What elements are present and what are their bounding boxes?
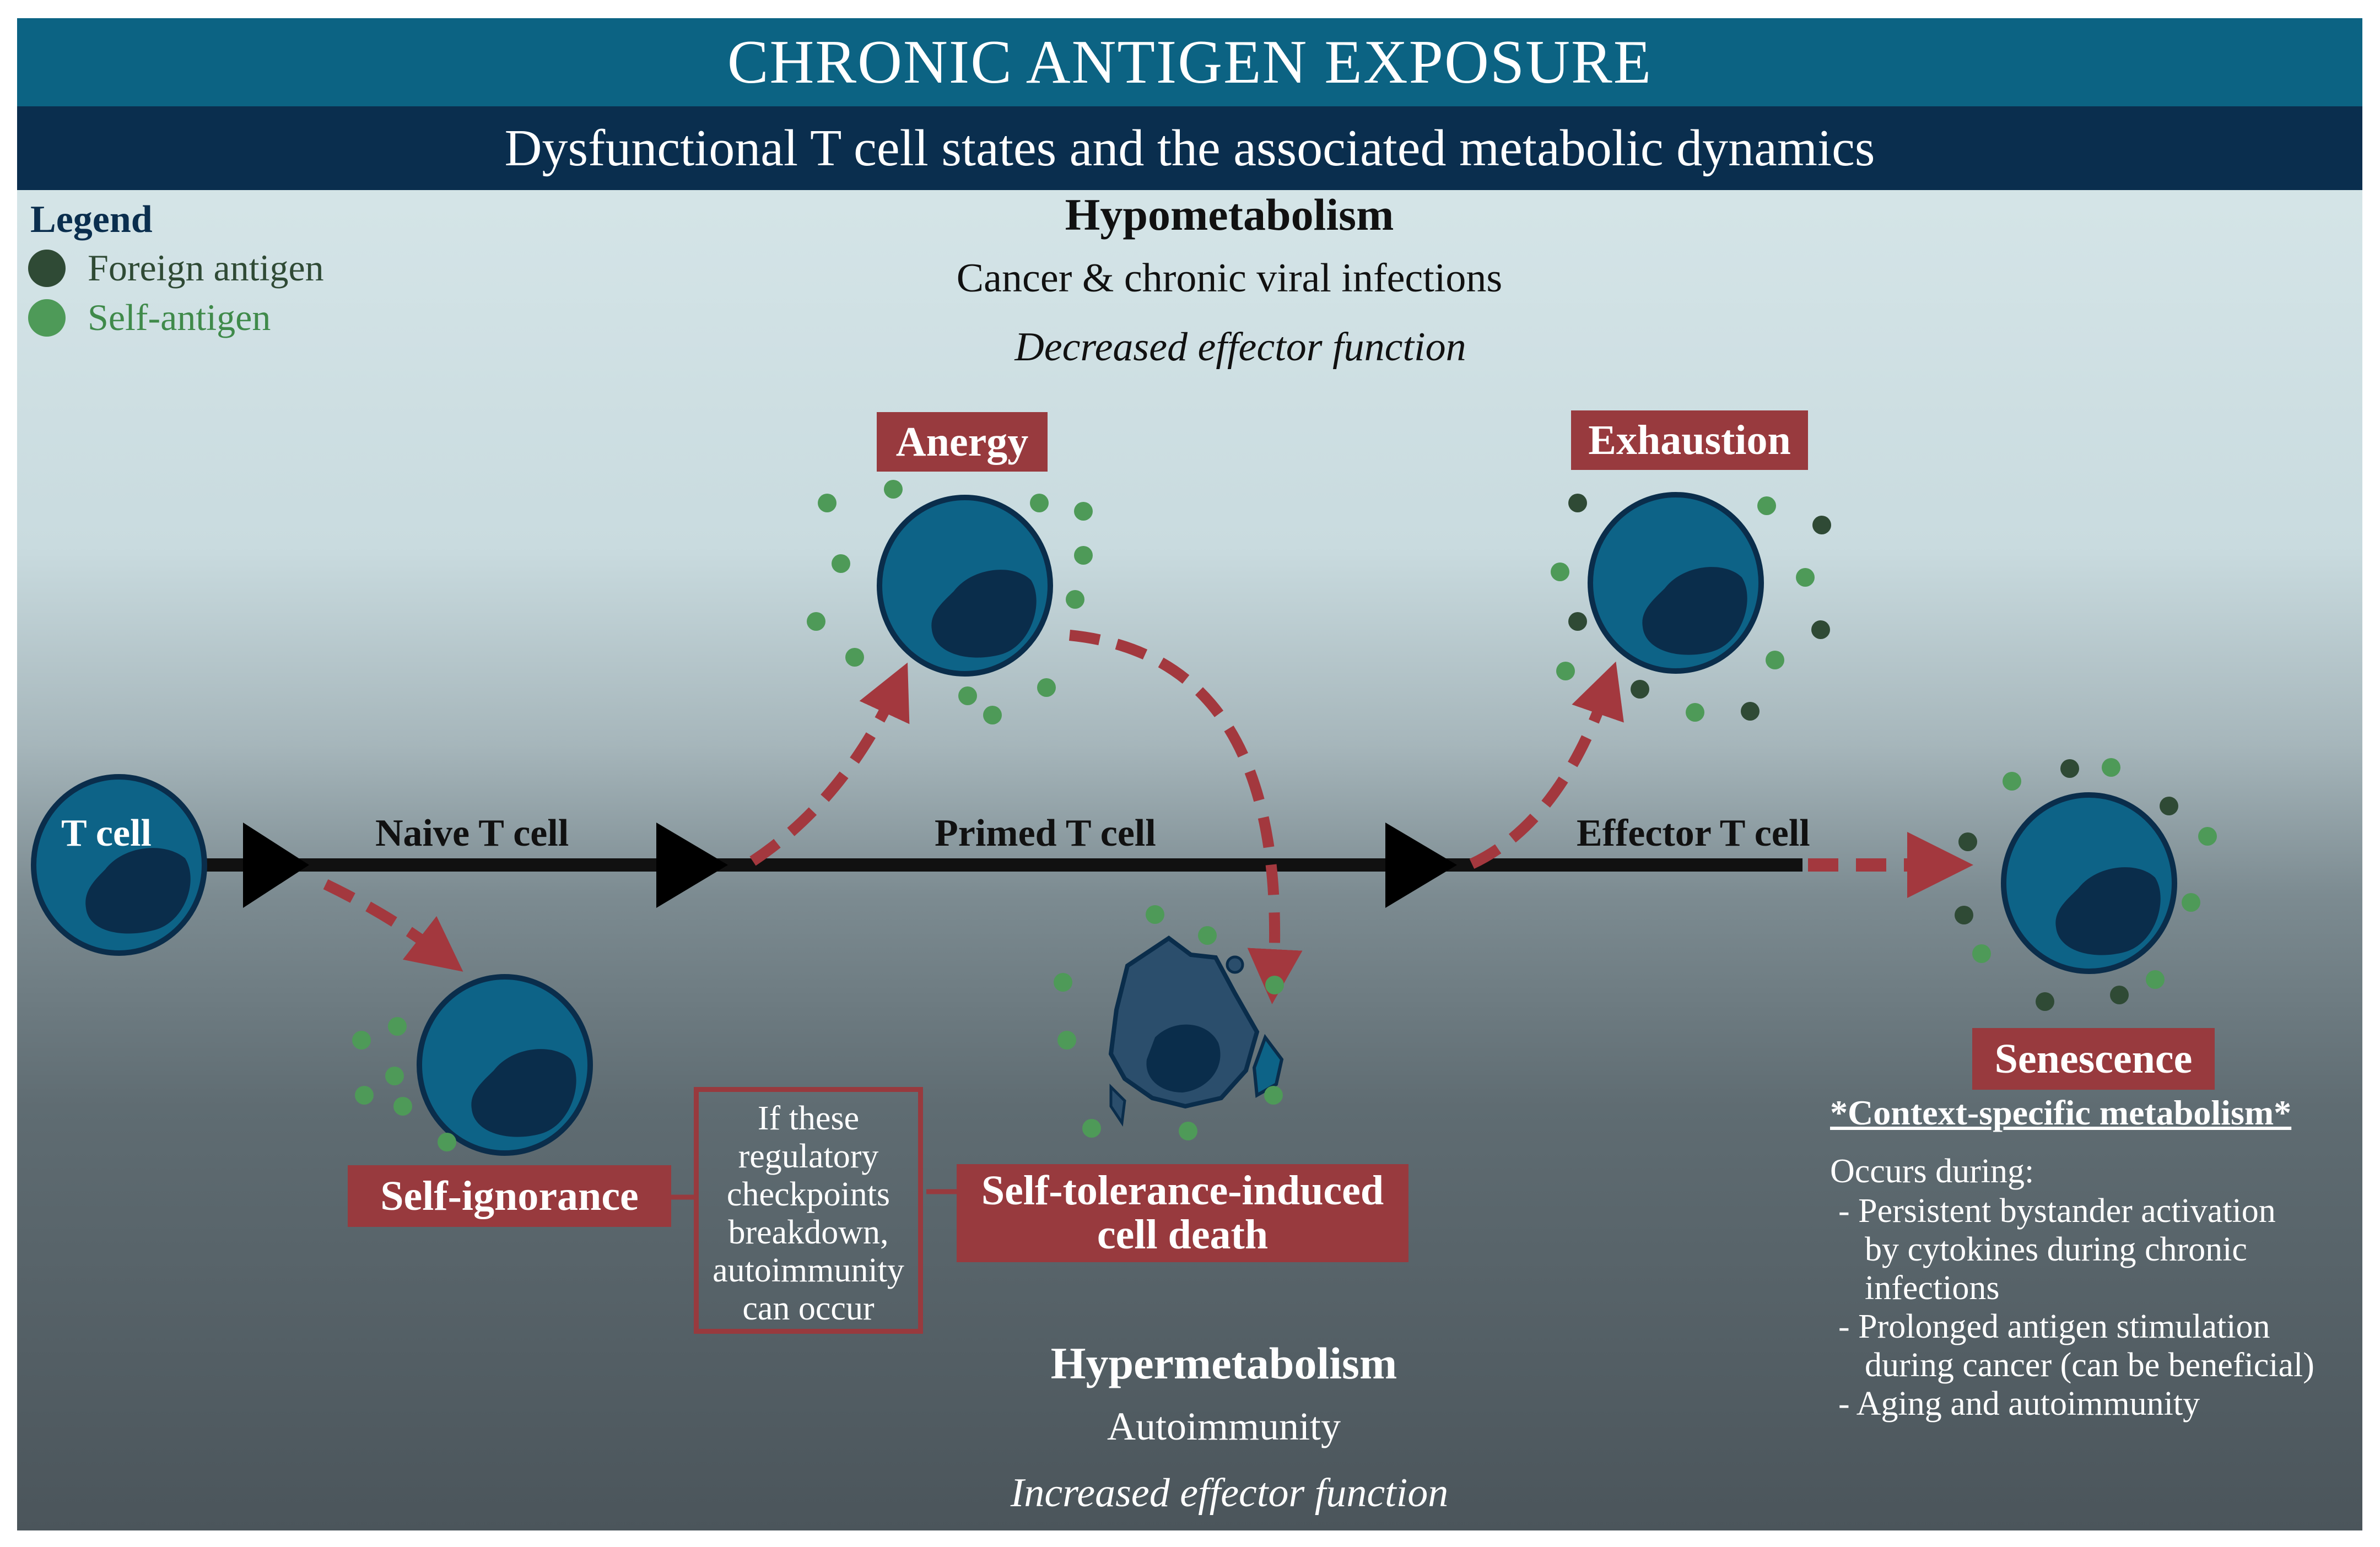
hypometabolism-subtitle: Cancer & chronic viral infections	[956, 256, 1503, 301]
bullet-line: - Persistent bystander activation	[1838, 1192, 2276, 1230]
self-tolerance-label-line1: Self-tolerance-induced	[981, 1167, 1384, 1214]
hypometabolism-effect: Decreased effector function	[1014, 324, 1466, 370]
title-bar: CHRONIC ANTIGEN EXPOSURE	[17, 18, 2362, 106]
note-line: autoimmunity	[713, 1252, 904, 1289]
note-line: regulatory	[738, 1138, 879, 1175]
bullet-line: infections	[1865, 1269, 2000, 1307]
foreign-antigen-dot-icon	[28, 249, 66, 287]
senescence-bullet-1: - Persistent bystander activation by cyt…	[1838, 1192, 2276, 1307]
context-metabolism-title: *Context-specific metabolism*	[1830, 1093, 2292, 1132]
senescence-cell	[1955, 758, 2217, 1011]
note-line: can occur	[742, 1290, 875, 1327]
legend-label: Foreign antigen	[88, 247, 324, 289]
bullet-line: during cancer (can be beneficial)	[1865, 1346, 2314, 1384]
anergy-label: Anergy	[877, 412, 1048, 472]
note-line: If these	[757, 1100, 860, 1137]
occurs-during-label: Occurs during:	[1830, 1153, 2034, 1190]
arrow-to-self-ignorance	[323, 879, 463, 972]
bullet-line: by cytokines during chronic	[1865, 1231, 2247, 1268]
hypermetabolism-title: Hypermetabolism	[1050, 1338, 1397, 1388]
hypometabolism-title: Hypometabolism	[1065, 190, 1394, 240]
subtitle-bar: Dysfunctional T cell states and the asso…	[17, 106, 2362, 190]
stage-label-primed: Primed T cell	[935, 812, 1156, 854]
arrow-to-anergy	[749, 662, 910, 866]
t-cell	[31, 774, 207, 956]
stage-label-naive: Naive T cell	[375, 812, 569, 854]
senescence-bullet-2: - Prolonged antigen stimulation during c…	[1838, 1307, 2314, 1384]
note-line: checkpoints	[726, 1176, 891, 1213]
diagram-frame: CHRONIC ANTIGEN EXPOSURE Dysfunctional T…	[17, 18, 2362, 1530]
diagram-title: CHRONIC ANTIGEN EXPOSURE	[727, 28, 1653, 96]
legend-label: Self-antigen	[88, 296, 271, 338]
checkpoint-note: If these regulatory checkpoints breakdow…	[694, 1087, 923, 1334]
hypermetabolism-effect: Increased effector function	[1010, 1470, 1449, 1516]
arrow-to-exhaustion	[1469, 661, 1624, 869]
senescence-bullet-3: - Aging and autoimmunity	[1838, 1384, 2200, 1423]
arrow-to-cell-death	[1068, 630, 1303, 1004]
self-ignorance-label: Self-ignorance	[348, 1165, 671, 1227]
t-cell-label: T cell	[61, 812, 152, 854]
bullet-line: - Prolonged antigen stimulation	[1838, 1308, 2270, 1345]
exhaustion-cell	[1551, 492, 1831, 722]
diagram-subtitle: Dysfunctional T cell states and the asso…	[504, 120, 1875, 177]
exhaustion-label: Exhaustion	[1571, 410, 1808, 470]
legend-item-self: Self-antigen	[28, 296, 271, 339]
self-ignorance-cell	[352, 974, 593, 1156]
bullet-line: - Aging and autoimmunity	[1838, 1385, 2200, 1422]
hypermetabolism-subtitle: Autoimmunity	[1107, 1404, 1341, 1448]
self-tolerance-label: Self-tolerance-induced cell death	[957, 1164, 1408, 1262]
diagram-canvas	[31, 480, 2217, 1200]
self-tolerance-label-line2: cell death	[1097, 1211, 1269, 1258]
stage-label-effector: Effector T cell	[1577, 812, 1810, 854]
self-antigen-dot-icon	[28, 299, 66, 337]
timeline-arrowhead-1	[243, 823, 309, 908]
note-line: breakdown,	[728, 1214, 889, 1251]
timeline-arrowhead-2	[656, 823, 728, 908]
senescence-label: Senescence	[1972, 1028, 2215, 1090]
legend-item-foreign: Foreign antigen	[28, 246, 324, 290]
timeline-arrowhead-3	[1385, 823, 1457, 908]
dying-cell	[1054, 905, 1284, 1140]
anergy-cell	[807, 480, 1093, 724]
legend-title: Legend	[30, 198, 153, 241]
